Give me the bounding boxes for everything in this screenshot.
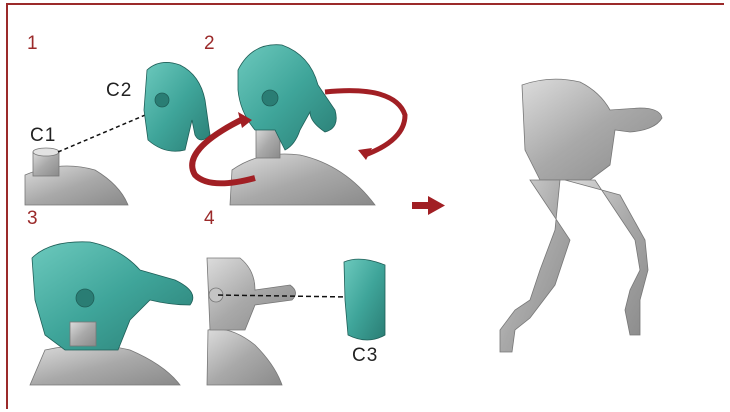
step-number-4: 4 <box>204 208 215 230</box>
step-number-3: 3 <box>27 208 38 230</box>
part-c3-teal <box>344 259 385 340</box>
torso-teal-2 <box>238 45 336 150</box>
label-c3: C3 <box>352 345 378 367</box>
rotate-arrow-icon-2 <box>325 91 405 155</box>
panel-3 <box>30 242 193 385</box>
assembled-left-leg <box>500 180 570 352</box>
label-c2: C2 <box>106 80 132 102</box>
torso-teal-3 <box>32 242 193 350</box>
assembled-right-leg <box>565 180 648 335</box>
connector-dash-1 <box>58 113 150 152</box>
legs-base-4 <box>207 329 282 385</box>
assembled-torso <box>522 79 662 180</box>
step-number-2: 2 <box>204 33 215 55</box>
legs-base-3 <box>30 345 180 385</box>
torso-c2-teal <box>144 62 210 151</box>
assembled-figure <box>500 79 662 352</box>
label-c1: C1 <box>30 125 56 147</box>
panel-2 <box>192 45 405 205</box>
right-arrow-icon <box>412 196 445 215</box>
step-number-1: 1 <box>27 33 38 55</box>
